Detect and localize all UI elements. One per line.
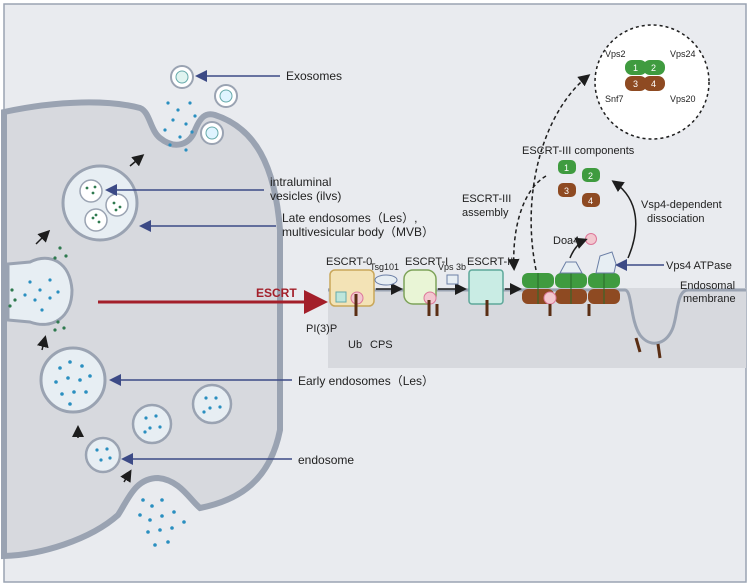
fusing-endosome <box>6 246 74 332</box>
late-endosomes-label-line2: multivesicular body（MVB） <box>282 225 434 239</box>
component-4-label: 4 <box>588 196 593 206</box>
doa4-ubiquitin <box>585 233 597 245</box>
vps3b-label: Vps 3b <box>438 262 466 272</box>
subunit-4-label: 4 <box>651 79 656 89</box>
subunit-1-label: 1 <box>633 63 638 73</box>
doa4-label: Doa4 <box>553 235 579 247</box>
vsp4-label-line1: Vsp4-dependent <box>641 199 722 211</box>
early-endosome <box>39 346 107 414</box>
budding-region <box>138 498 186 547</box>
doa4-arrow <box>569 237 588 259</box>
component-3-label: 3 <box>564 186 569 196</box>
vsp4-label-line2: dissociation <box>647 213 704 225</box>
escrt3-assembly-label-line2: assembly <box>462 207 509 219</box>
text-labels: Exosomes intraluminal vesicles (ilvs) La… <box>256 49 736 467</box>
multivesicular-body <box>61 164 139 242</box>
late-endosomes-label-line1: Late endosomes（Les）, <box>282 211 417 225</box>
maturation-arrows <box>35 154 145 483</box>
escrt1-label: ESCRT-I <box>405 256 448 268</box>
to-subunit-circle-arrow <box>530 74 591 271</box>
early-endosomes-label: Early endosomes（Les） <box>298 374 434 388</box>
escrt-3-subunit-circle <box>594 24 710 140</box>
escrt3-assembly-arrow <box>507 175 547 271</box>
exosomes-label: Exosomes <box>286 69 342 83</box>
snf7-label: Snf7 <box>605 94 624 104</box>
vsp4-dissociation-arrow <box>611 180 637 259</box>
endosome-label: endosome <box>298 453 354 467</box>
tsg101-label: Tsg101 <box>370 262 399 272</box>
small-vesicles <box>84 383 233 474</box>
endosomal-membrane-label-line1: Endosomal <box>680 280 735 292</box>
escrt-label: ESCRT <box>256 286 297 300</box>
endosomal-membrane-label-line2: membrane <box>683 293 736 305</box>
escrt-2-complex <box>468 269 504 316</box>
vps4-atpase-label: Vps4 ATPase <box>666 260 732 272</box>
ub-label: Ub <box>348 339 362 351</box>
escrt-1-complex <box>403 269 437 316</box>
subunit-3-label: 3 <box>633 79 638 89</box>
component-2-label: 2 <box>588 171 593 181</box>
vps3b-shape <box>446 274 459 285</box>
ilv-label-line1: intraluminal <box>270 175 331 189</box>
escrt2-label: ESCRT-II <box>467 256 513 268</box>
subunit-2-label: 2 <box>651 63 656 73</box>
escrt0-label: ESCRT-0 <box>326 256 372 268</box>
pointer-lines <box>105 70 292 465</box>
escrt-0-complex <box>329 269 375 316</box>
tsg101-shape <box>374 274 398 286</box>
exosomes-group <box>163 65 238 152</box>
escrt-3-polymer <box>435 251 662 359</box>
vps2-label: Vps2 <box>605 49 626 59</box>
pi3p-label: PI(3)P <box>306 323 337 335</box>
vps24-label: Vps24 <box>670 49 696 59</box>
ilv-label-line2: vesicles (ilvs) <box>270 189 341 203</box>
escrt-3-components <box>558 160 600 207</box>
cps-label: CPS <box>370 339 393 351</box>
component-1-label: 1 <box>564 163 569 173</box>
escrt3-components-label: ESCRT-III components <box>522 145 635 157</box>
vps20-label: Vps20 <box>670 94 696 104</box>
endosomal-membrane-line <box>328 288 746 345</box>
escrt3-assembly-label-line1: ESCRT-III <box>462 193 511 205</box>
